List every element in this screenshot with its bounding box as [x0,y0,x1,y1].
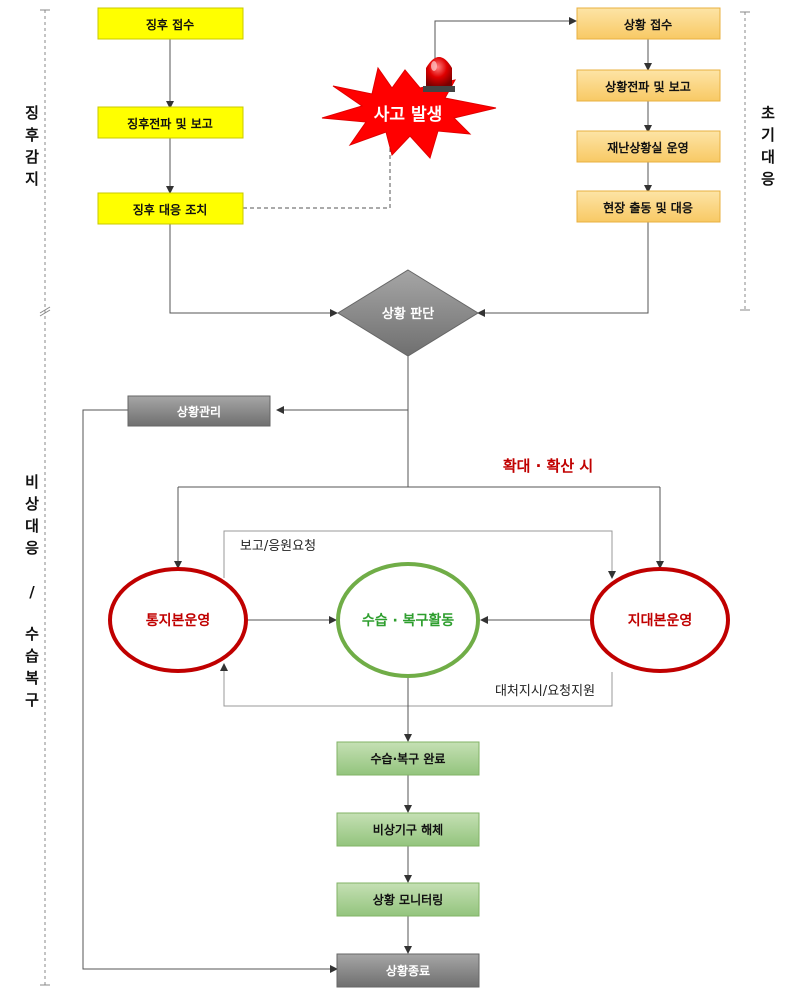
phase-emergency-char-2: 대 [25,517,39,535]
siren-icon [423,57,455,92]
phase-emergency-char-4: / [29,583,35,601]
sign-receive-label: 징후 접수 [146,17,194,32]
disaster-room-label: 재난상황실 운영 [607,140,688,155]
phase-detect-char-0: 징 [25,104,39,122]
phase-emergency-char-1: 상 [25,495,39,513]
phase-initial-char-2: 대 [761,148,775,166]
connectors [82,17,664,973]
hq-control-label: 통지본운영 [146,612,210,629]
regional-hq-label: 지대본운영 [628,612,692,629]
situation-receive-label: 상황 접수 [624,17,672,32]
accident-burst: 사고 발생 [321,66,497,159]
phase-initial-char-1: 기 [761,126,775,144]
recovery-circle: 수습 · 복구활동 [336,562,480,678]
phase-emergency-char-3: 응 [25,539,39,557]
sign-action-box: 징후 대응 조치 [97,192,244,225]
situation-report-box: 상황전파 및 보고 [576,69,721,102]
sign-receive-box: 징후 접수 [97,7,244,40]
phase-detect-char-2: 감 [25,148,39,166]
phase-initial-char-0: 초 [761,104,775,122]
judgement-label: 상황 판단 [382,306,434,322]
recovery-done-box: 수습·복구 완료 [336,741,480,776]
accident-label: 사고 발생 [374,105,442,125]
end-label: 상황종료 [386,963,430,978]
phase-emergency-char-0: 비 [25,473,39,491]
field-dispatch-label: 현장 출동 및 대응 [603,200,693,215]
hq-control-circle: 통지본운영 [108,567,248,673]
disaster-room-box: 재난상황실 운영 [576,130,721,163]
instruct-support-label: 대처지시/요청지원 [495,684,595,699]
right-timeline [740,11,750,311]
phase-detect-char-3: 지 [25,170,39,188]
end-box: 상황종료 [336,953,480,988]
phase-emergency-char-7: 복 [25,669,39,687]
sign-report-label: 징후전파 및 보고 [127,116,213,131]
phase-emergency-char-5: 수 [25,625,39,643]
management-label: 상황관리 [177,404,221,419]
left-timeline [39,9,51,986]
regional-hq-circle: 지대본운영 [590,567,730,673]
report-support-label: 보고/응원요청 [240,539,316,554]
phase-label-initial: 초 기 대 응 [761,104,775,188]
dissolve-box: 비상기구 해체 [336,812,480,847]
recovery-done-label: 수습·복구 완료 [371,752,446,766]
recovery-label: 수습 · 복구활동 [362,612,454,629]
sign-report-box: 징후전파 및 보고 [97,106,244,139]
expand-label: 확대 · 확산 시 [503,457,593,475]
field-dispatch-box: 현장 출동 및 대응 [576,190,721,223]
monitoring-box: 상황 모니터링 [336,882,480,917]
phase-emergency-char-6: 습 [25,647,39,665]
situation-receive-box: 상황 접수 [576,7,721,40]
sign-action-label: 징후 대응 조치 [133,202,208,217]
phase-label-detect: 징 후 감 지 [25,104,39,188]
phase-detect-char-1: 후 [25,126,39,144]
management-box: 상황관리 [127,395,271,427]
phase-initial-char-3: 응 [761,170,775,188]
phase-emergency-char-8: 구 [25,691,39,709]
judgement-diamond: 상황 판단 [337,269,479,357]
dissolve-label: 비상기구 해체 [373,822,443,837]
situation-report-label: 상황전파 및 보고 [605,79,691,94]
monitoring-label: 상황 모니터링 [373,892,443,907]
